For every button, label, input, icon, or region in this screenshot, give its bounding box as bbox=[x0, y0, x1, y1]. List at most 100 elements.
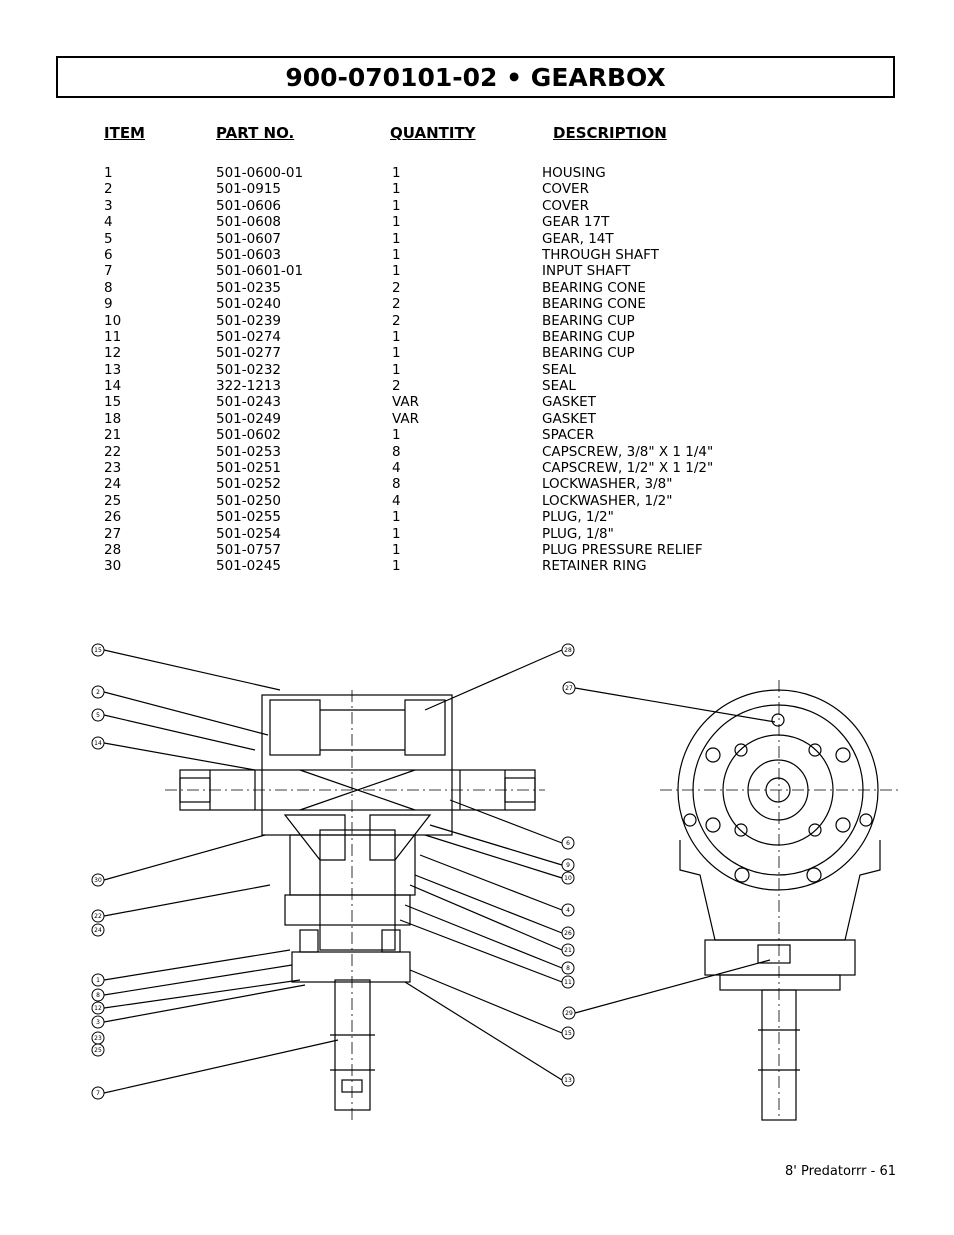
item-number: 22 bbox=[104, 443, 122, 460]
callout-number: 21 bbox=[561, 943, 575, 957]
part-number: 501-0274 bbox=[216, 328, 281, 345]
quantity: 1 bbox=[392, 246, 401, 263]
callout-number: 12 bbox=[91, 1001, 105, 1015]
item-number: 21 bbox=[104, 427, 122, 444]
callout-number: 2 bbox=[91, 685, 105, 699]
part-number: 501-0243 bbox=[216, 394, 281, 411]
callout-label: 2 bbox=[96, 689, 100, 696]
part-number: 501-0255 bbox=[216, 509, 281, 526]
part-number: 501-0277 bbox=[216, 345, 281, 362]
title-box: 900-070101-02 • GEARBOX bbox=[56, 56, 895, 98]
quantity: 2 bbox=[392, 279, 401, 296]
callout-number: 15 bbox=[91, 643, 105, 657]
part-number: 501-0240 bbox=[216, 296, 281, 313]
callout-label: 15 bbox=[564, 1030, 572, 1037]
callout-label: 26 bbox=[564, 930, 572, 937]
part-number: 501-0607 bbox=[216, 230, 281, 247]
part-number: 501-0608 bbox=[216, 214, 281, 231]
item-number: 15 bbox=[104, 394, 122, 411]
description: BEARING CUP bbox=[542, 345, 635, 362]
housing-body bbox=[261, 694, 453, 836]
quantity: 2 bbox=[392, 296, 401, 313]
parts-row: 22 501-0253 8 CAPSCREW, 3/8" X 1 1/4" bbox=[0, 444, 954, 460]
item-number: 24 bbox=[104, 476, 122, 493]
callout-number: 26 bbox=[561, 926, 575, 940]
quantity: 1 bbox=[392, 361, 401, 378]
description: CAPSCREW, 3/8" X 1 1/4" bbox=[542, 443, 714, 460]
item-number: 2 bbox=[104, 181, 113, 198]
part-number: 501-0245 bbox=[216, 558, 281, 575]
callout-number: 27 bbox=[562, 681, 576, 695]
callout-label: 23 bbox=[94, 1035, 102, 1042]
item-number: 6 bbox=[104, 246, 113, 263]
part-number: 501-0601-01 bbox=[216, 263, 304, 280]
description: BEARING CONE bbox=[542, 296, 646, 313]
part-number: 501-0232 bbox=[216, 361, 281, 378]
callout-label: 7 bbox=[96, 1090, 100, 1097]
description: BEARING CUP bbox=[542, 312, 635, 329]
quantity: 1 bbox=[392, 345, 401, 362]
part-number: 501-0251 bbox=[216, 460, 281, 477]
quantity: 8 bbox=[392, 443, 401, 460]
callout-label: 10 bbox=[564, 875, 572, 882]
callout-label: 27 bbox=[565, 685, 573, 692]
callout-number: 10 bbox=[561, 871, 575, 885]
item-number: 1 bbox=[104, 165, 113, 181]
callout-number: 30 bbox=[91, 873, 105, 887]
callout-label: 5 bbox=[96, 712, 100, 719]
callout-label: 4 bbox=[566, 907, 570, 914]
quantity: 1 bbox=[392, 525, 401, 542]
callout-number: 4 bbox=[561, 903, 575, 917]
callout-label: 15 bbox=[94, 647, 102, 654]
part-number: 501-0253 bbox=[216, 443, 281, 460]
quantity: 1 bbox=[392, 214, 401, 231]
callout-number: 5 bbox=[91, 708, 105, 722]
callout-label: 13 bbox=[564, 1077, 572, 1084]
quantity: 2 bbox=[392, 378, 401, 395]
callout-label: 25 bbox=[94, 1047, 102, 1054]
callout-number: 23 bbox=[91, 1031, 105, 1045]
description: SPACER bbox=[542, 427, 595, 444]
callout-label: 1 bbox=[96, 977, 100, 984]
quantity: 1 bbox=[392, 509, 401, 526]
callout-label: 28 bbox=[564, 647, 572, 654]
item-number: 13 bbox=[104, 361, 122, 378]
callout-number: 8 bbox=[91, 988, 105, 1002]
description: SEAL bbox=[542, 378, 576, 395]
description: RETAINER RING bbox=[542, 558, 647, 575]
description: GASKET bbox=[542, 410, 596, 427]
callout-number: 3 bbox=[91, 1015, 105, 1029]
item-number: 28 bbox=[104, 541, 122, 558]
quantity: 4 bbox=[392, 460, 401, 477]
callout-number: 7 bbox=[91, 1086, 105, 1100]
callout-label: 9 bbox=[566, 862, 570, 869]
header-description: DESCRIPTION bbox=[553, 124, 667, 142]
part-number: 501-0757 bbox=[216, 541, 281, 558]
callout-label: 8 bbox=[96, 992, 100, 999]
part-number: 501-0602 bbox=[216, 427, 281, 444]
callout-label: 29 bbox=[565, 1010, 573, 1017]
description: BEARING CONE bbox=[542, 279, 646, 296]
item-number: 7 bbox=[104, 263, 113, 280]
description: HOUSING bbox=[542, 165, 606, 181]
item-number: 10 bbox=[104, 312, 122, 329]
callout-number: 6 bbox=[561, 836, 575, 850]
quantity: VAR bbox=[392, 394, 419, 411]
part-number: 501-0250 bbox=[216, 492, 281, 509]
callout-number: 15 bbox=[561, 1026, 575, 1040]
item-number: 8 bbox=[104, 279, 113, 296]
description: PLUG, 1/8" bbox=[542, 525, 614, 542]
